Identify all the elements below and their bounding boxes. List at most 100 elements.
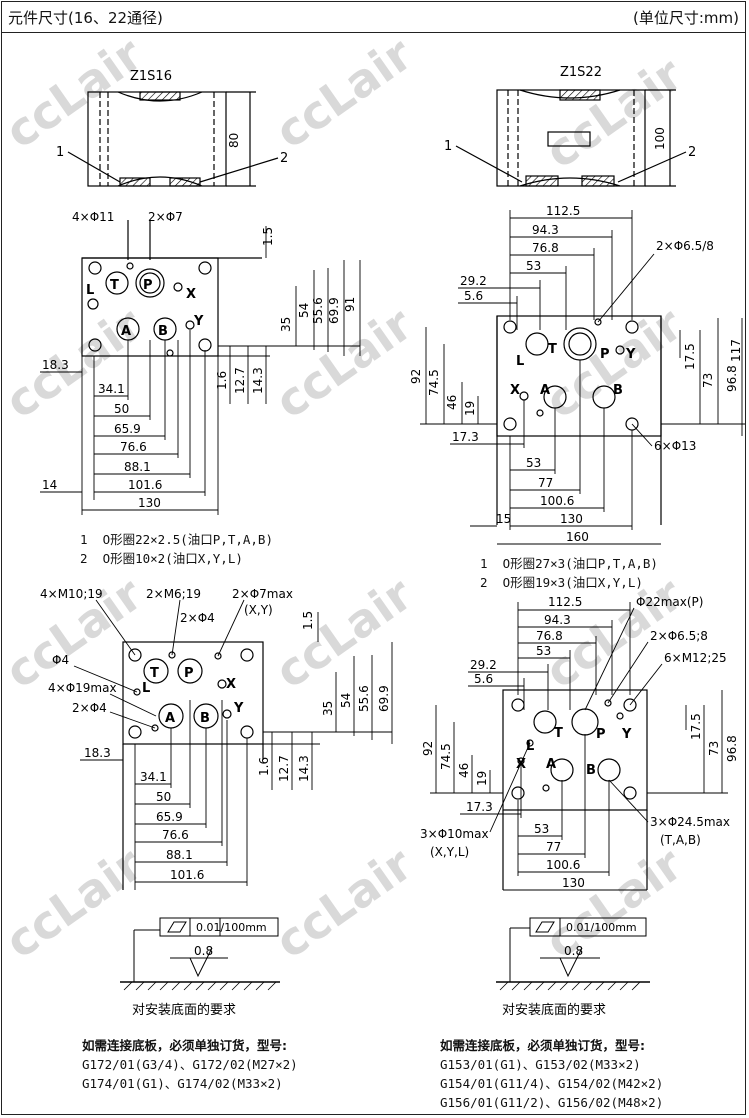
dim-label: 17.5 <box>689 713 703 740</box>
hole-label: Φ22max(P) <box>636 595 703 609</box>
dim-label: 69.9 <box>377 685 391 712</box>
dim-label: 94.3 <box>532 223 559 237</box>
port-label: L <box>526 739 534 754</box>
ground-hatch-left <box>123 981 277 991</box>
dim-label: 54 <box>339 693 353 708</box>
port-label: B <box>158 324 168 339</box>
dim-label: 74.5 <box>439 743 453 770</box>
z1s16-side-view <box>67 91 279 187</box>
callout-1: 1 <box>56 145 64 160</box>
order-line: G153/01(G1)、G153/02(M33×2) <box>440 1057 641 1072</box>
dim-label: 1.5 <box>301 611 315 630</box>
hole-label: 2×Φ7max <box>232 587 293 601</box>
dim-label: 50 <box>156 790 171 804</box>
subplate-left-vertical-dims <box>263 612 393 790</box>
callout-2: 2 <box>280 151 288 166</box>
surface-caption: 对安装底面的要求 <box>132 1002 236 1018</box>
z1s22-model: Z1S22 <box>560 65 602 80</box>
watermark-group: ccLair ccLair ccLair ccLair ccLair ccLai… <box>0 27 692 969</box>
dim-label: 112.5 <box>548 595 582 609</box>
hole-label: 6×M12;25 <box>664 651 727 665</box>
header-divider <box>1 32 746 33</box>
order-line: G156/01(G11/2)、G156/02(M48×2) <box>440 1095 664 1110</box>
hole-label: 2×Φ4 <box>180 611 215 625</box>
z1s16-model: Z1S16 <box>130 69 172 84</box>
port-label: A <box>546 757 556 772</box>
z1s22-horizontal-dims <box>450 360 661 545</box>
hole-label: 4×M10;19 <box>40 587 103 601</box>
watermark: ccLair <box>265 837 422 969</box>
hole-label: 2×Φ6.5/8 <box>656 239 714 253</box>
port-label: B <box>613 383 623 398</box>
dim-label: 53 <box>534 822 549 836</box>
hole-label: 2×M6;19 <box>146 587 201 601</box>
port-label: T <box>554 726 563 741</box>
dim-label: 14.3 <box>251 367 265 394</box>
dim-label: 14 <box>42 478 57 492</box>
dim-label: 46 <box>457 763 471 778</box>
dim-label: 53 <box>536 644 551 658</box>
dim-label: 50 <box>114 402 129 416</box>
dim-label: 130 <box>562 876 585 890</box>
port-label: T <box>150 666 159 681</box>
hole-label: 6×Φ13 <box>654 439 696 453</box>
hole-label: (X,Y,L) <box>430 845 469 859</box>
order-line: G174/01(G1)、G174/02(M33×2) <box>82 1076 283 1091</box>
order-title: 如需连接底板，必须单独订货，型号: <box>440 1038 645 1053</box>
dim-label: 100.6 <box>540 494 574 508</box>
height-dim: 100 <box>653 127 667 150</box>
oring-notes-right: 1 O形圈27×3(油口P,T,A,B)2 O形圈19×3(油口X,Y,L) <box>480 554 658 592</box>
order-info-right: 如需连接底板，必须单独订货，型号: G153/01(G1)、G153/02(M33… <box>440 1036 663 1112</box>
port-label: A <box>540 383 550 398</box>
dim-label: 92 <box>409 369 423 384</box>
height-dim: 80 <box>227 133 241 148</box>
dim-label: 130 <box>560 512 583 526</box>
hole-label: 4×Φ11 <box>72 210 114 224</box>
watermark: ccLair <box>0 837 152 969</box>
unit-note: (单位尺寸:mm) <box>633 9 739 27</box>
dim-label: 76.6 <box>120 440 147 454</box>
order-line: G154/01(G11/4)、G154/02(M42×2) <box>440 1076 664 1091</box>
hole-label: (X,Y) <box>244 603 273 617</box>
dim-label: 34.1 <box>98 382 125 396</box>
dim-label: 12.7 <box>233 367 247 394</box>
port-label: P <box>184 666 194 681</box>
dim-label: 92 <box>421 741 435 756</box>
z1s22-top-dims <box>458 210 633 330</box>
dim-label: 15 <box>496 512 511 526</box>
port-label: Y <box>625 347 636 362</box>
flatness-tolerance: 0.01/100mm <box>566 921 637 934</box>
dim-label: 18.3 <box>42 358 69 372</box>
dim-label: 73 <box>701 373 715 388</box>
dim-label: 1.6 <box>215 371 229 390</box>
dim-label: 17.3 <box>452 430 479 444</box>
port-label: X <box>226 677 236 692</box>
dim-label: 53 <box>526 456 541 470</box>
dim-label: 94.3 <box>544 613 571 627</box>
subplate-right-top-dims <box>468 602 631 710</box>
watermark: ccLair <box>265 27 422 159</box>
dim-label: 1.6 <box>257 757 271 776</box>
dim-label: 91 <box>343 297 357 312</box>
dim-label: 88.1 <box>124 460 151 474</box>
watermark: ccLair <box>535 837 692 969</box>
dim-label: 29.2 <box>470 658 497 672</box>
port-label: B <box>200 711 210 726</box>
note-line: 2 O形圈10×2(油口X,Y,L) <box>80 551 243 566</box>
dim-label: 160 <box>566 530 589 544</box>
port-label: B <box>586 763 596 778</box>
dim-label: 96.8 <box>725 735 739 762</box>
order-info-left: 如需连接底板，必须单独订货，型号:G172/01(G3/4)、G172/02(M… <box>82 1036 298 1093</box>
surface-caption: 对安装底面的要求 <box>502 1002 606 1018</box>
watermark: ccLair <box>0 297 152 429</box>
port-label: X <box>186 287 196 302</box>
dim-label: 14.3 <box>297 755 311 782</box>
dim-label: 17.3 <box>466 800 493 814</box>
z1s22-side-view <box>455 89 687 187</box>
hole-label: (T,A,B) <box>660 833 701 847</box>
dim-label: 101.6 <box>128 478 162 492</box>
dim-label: 5.6 <box>474 672 493 686</box>
port-label: L <box>142 681 150 696</box>
hole-label: Φ4 <box>52 653 69 667</box>
